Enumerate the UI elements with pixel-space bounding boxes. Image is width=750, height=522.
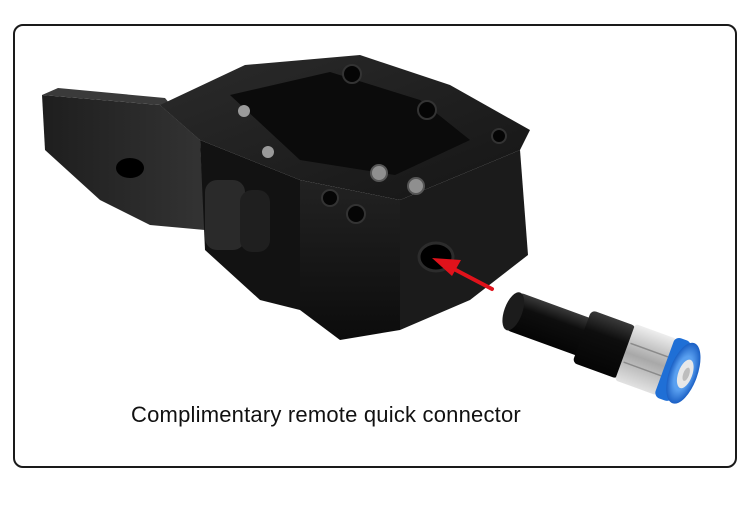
insert-arrow: [432, 258, 494, 291]
product-caption: Complimentary remote quick connector: [131, 402, 521, 427]
extruder-housing: [42, 55, 530, 340]
quick-connector: [502, 292, 701, 404]
